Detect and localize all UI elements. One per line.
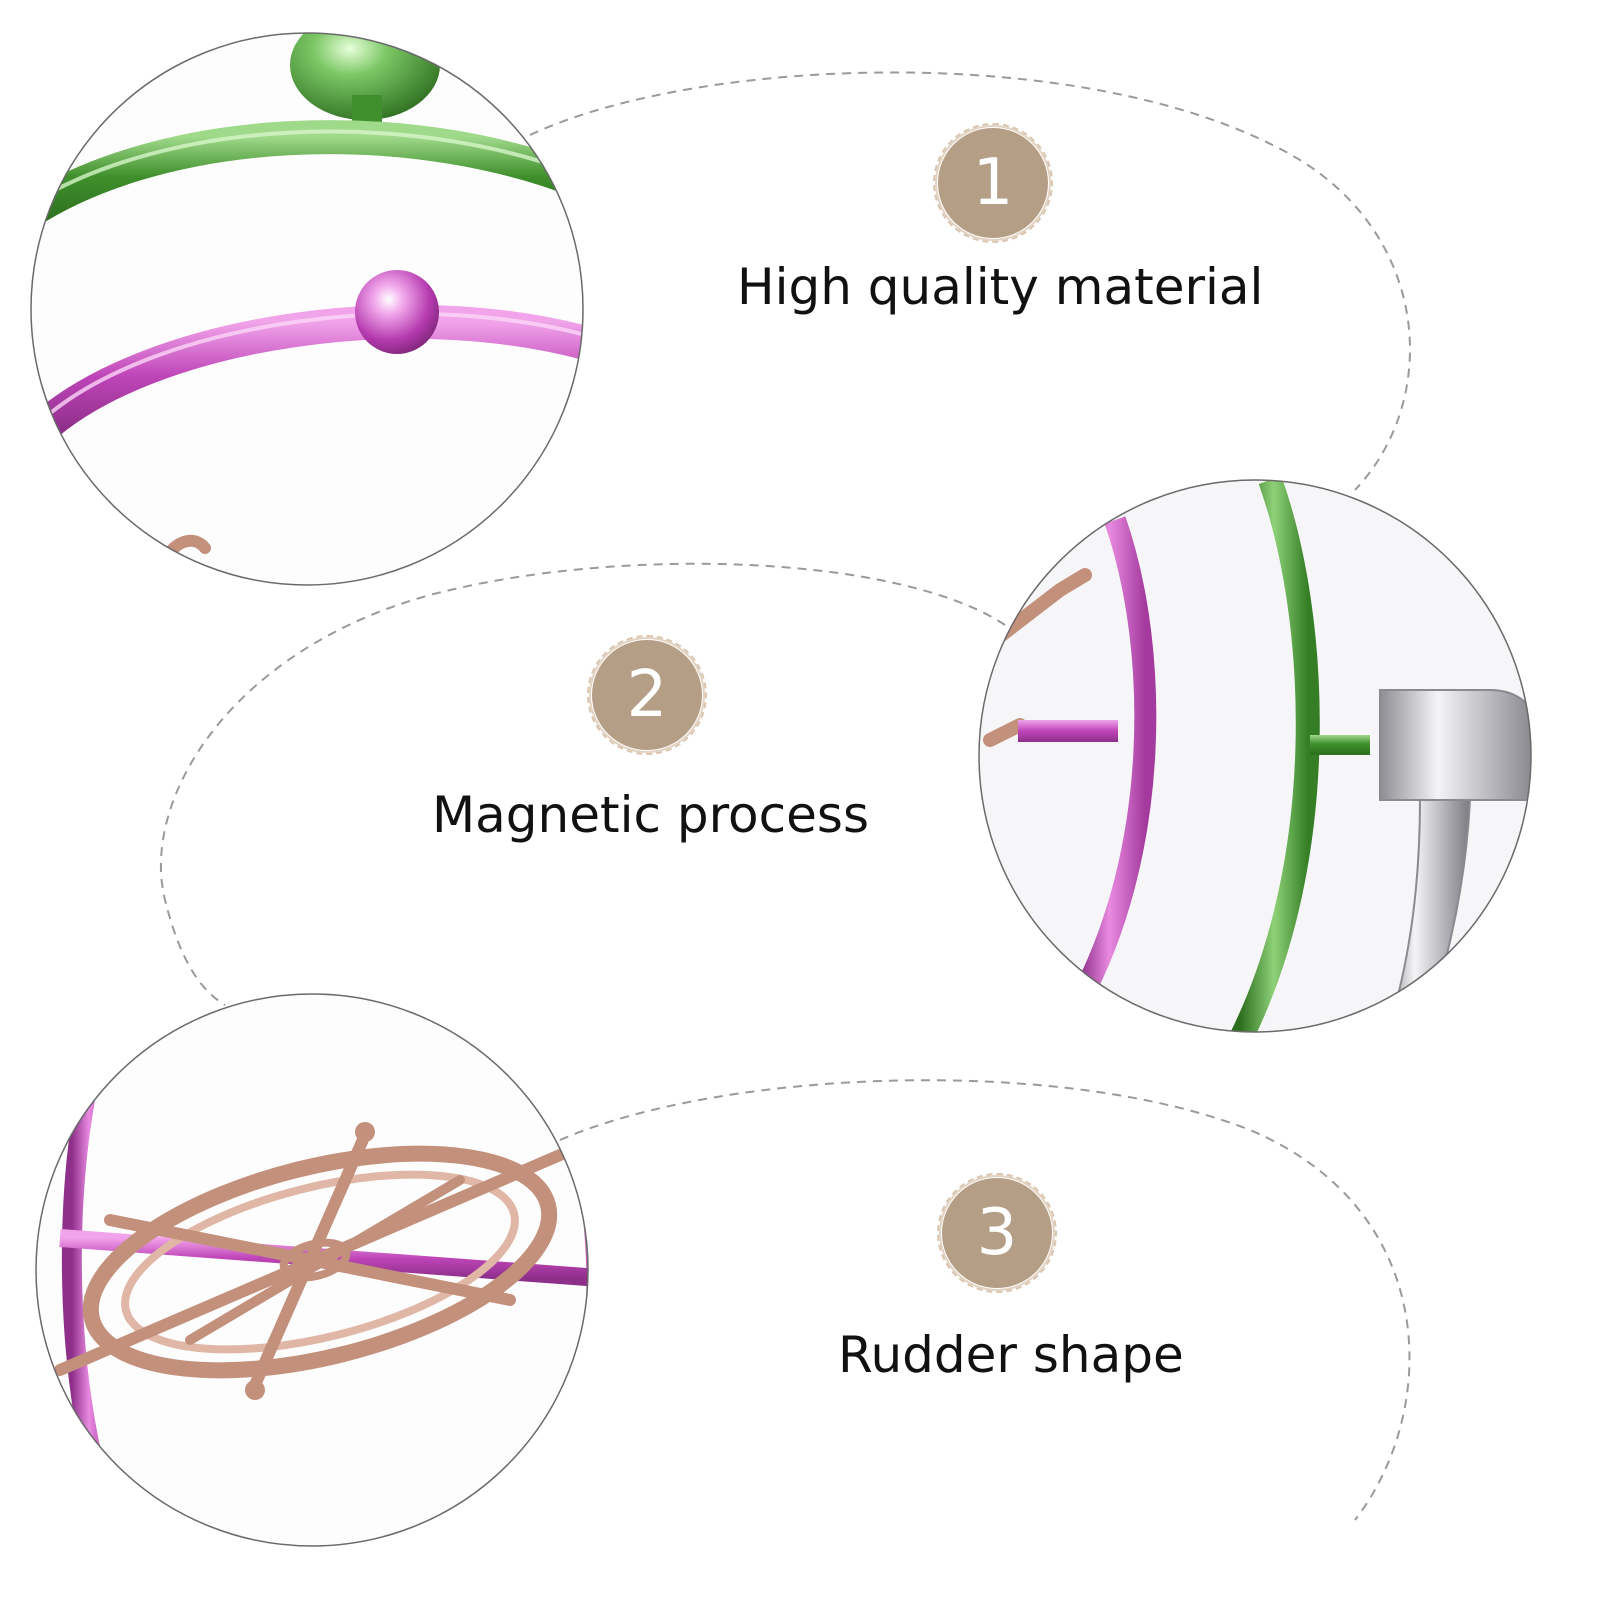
number-badge-1: 1: [933, 123, 1053, 243]
feature-label-3: Rudder shape: [838, 1326, 1184, 1384]
dashed-connector-lines: [160, 71, 1411, 1521]
number-badge-2: 2: [587, 635, 707, 755]
badge-number: 3: [976, 1196, 1018, 1270]
number-badge-3: 3: [937, 1173, 1057, 1293]
badge-number: 1: [972, 146, 1014, 220]
feature-label-2: Magnetic process: [432, 786, 869, 844]
closeup-circle-2: [978, 479, 1532, 1033]
badge-number: 2: [626, 658, 668, 732]
closeup-circle-1: [30, 32, 584, 586]
closeup-circle-3: [35, 993, 589, 1547]
feature-label-1: High quality material: [737, 258, 1264, 316]
